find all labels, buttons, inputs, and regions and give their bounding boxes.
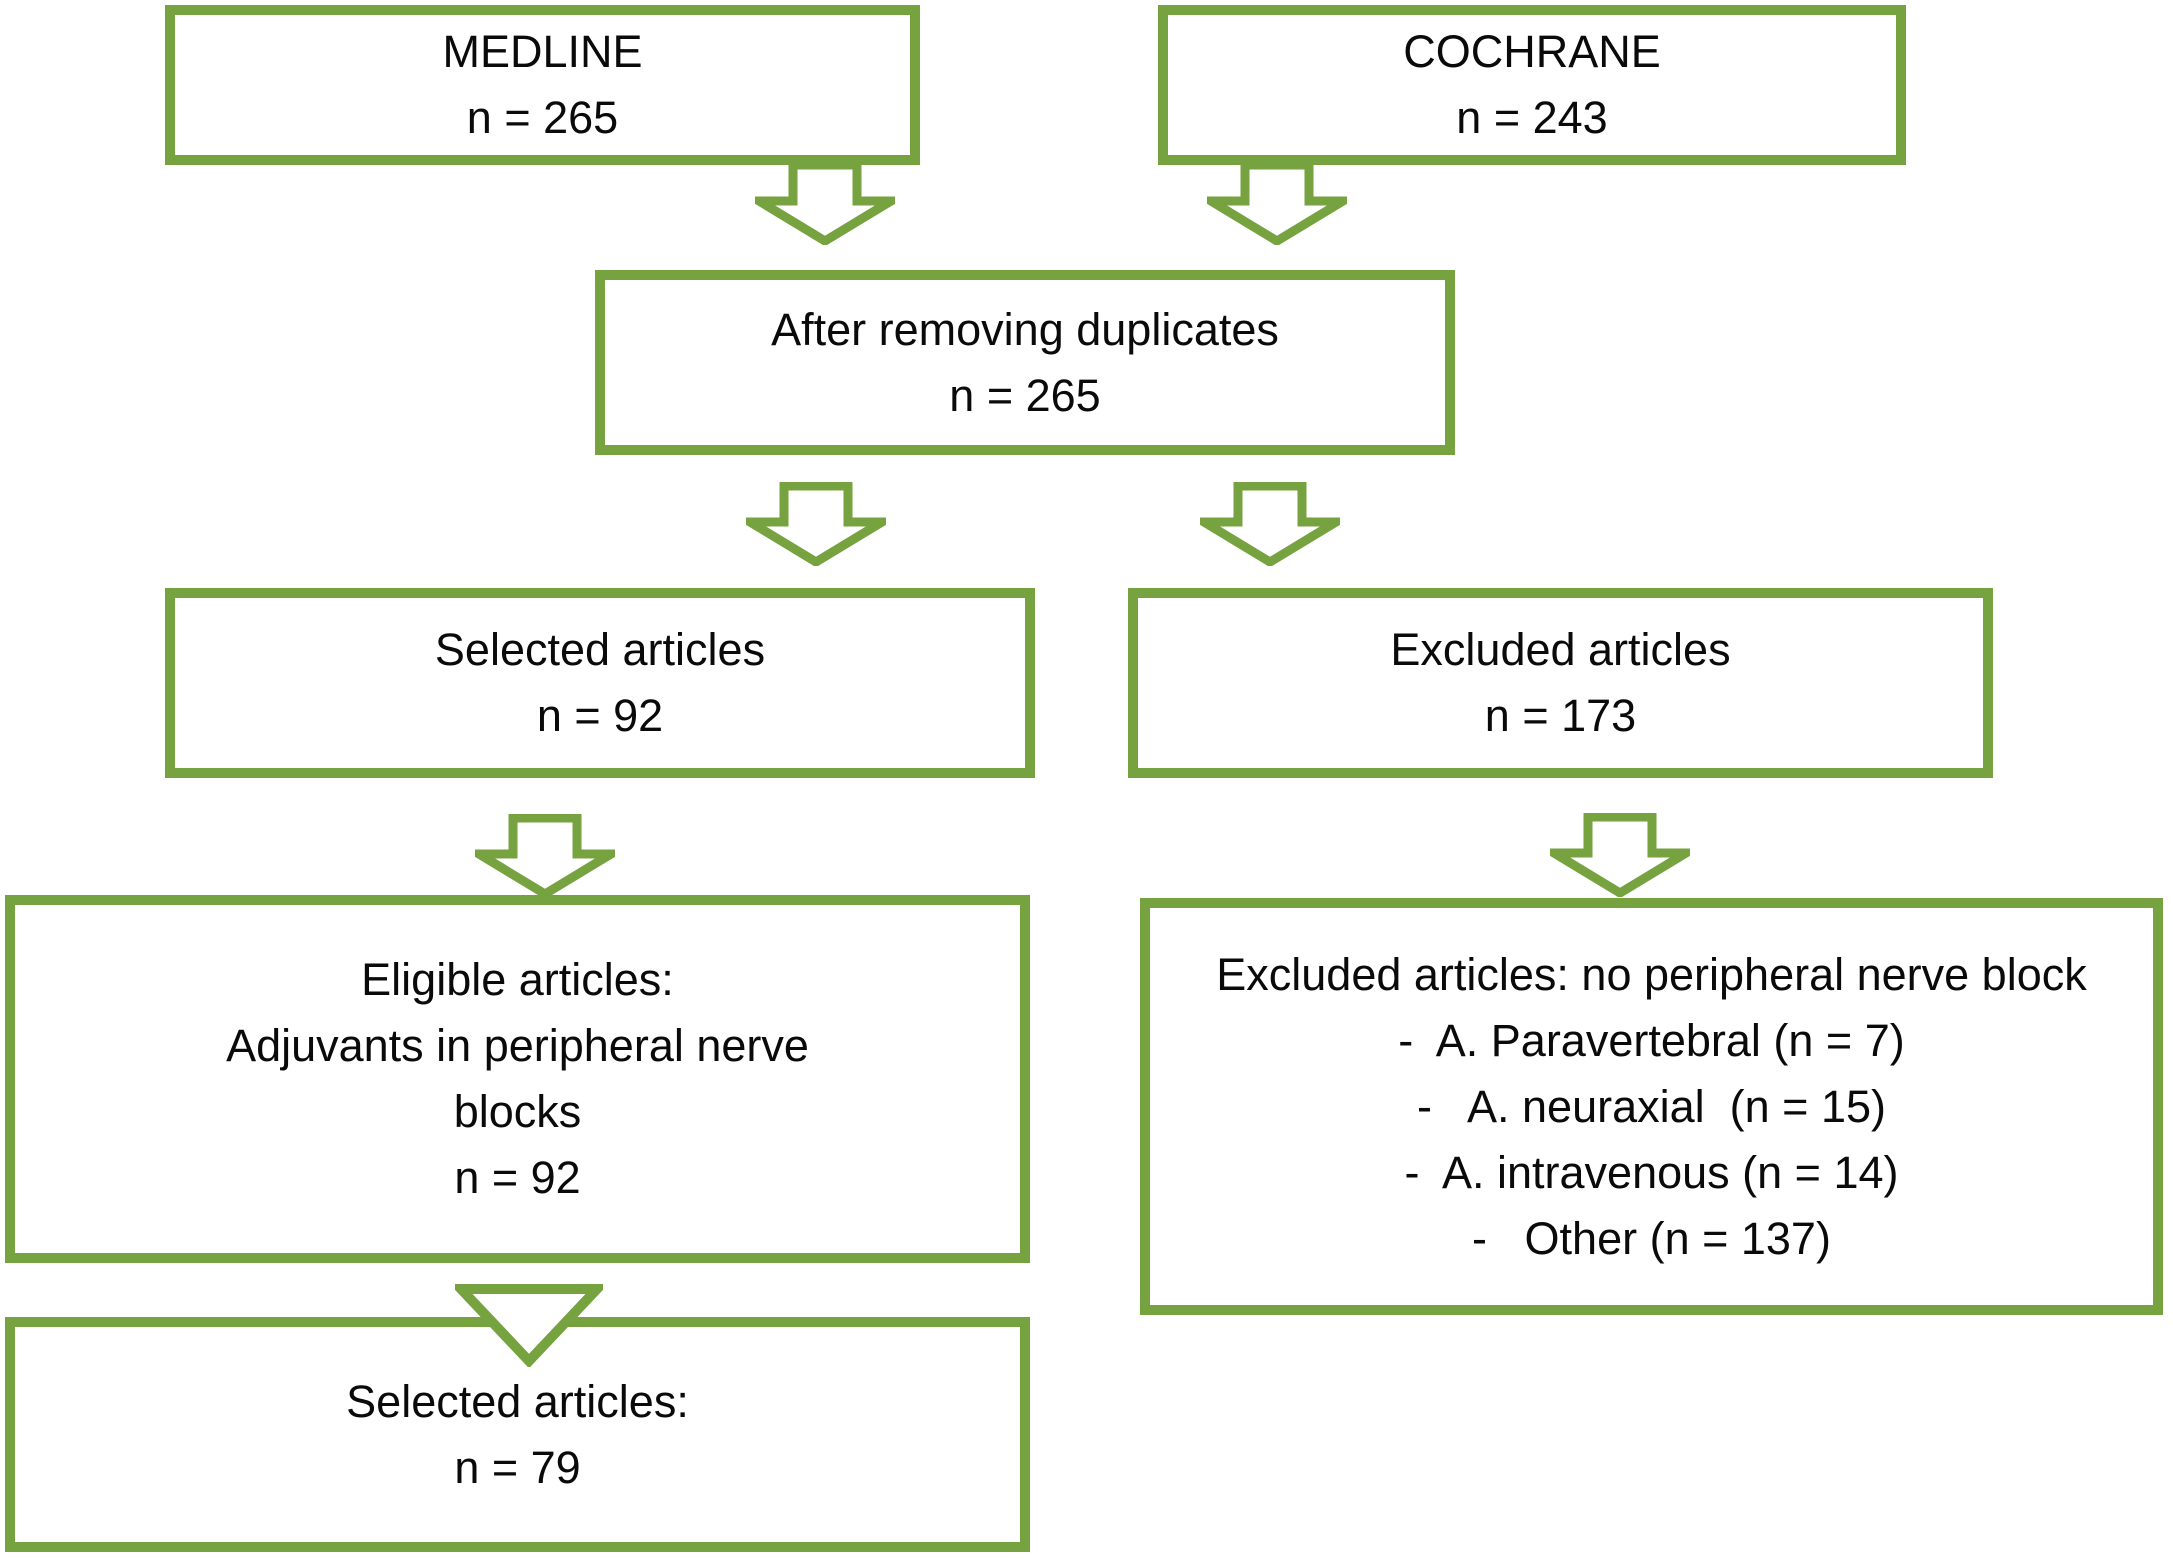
- excluded-detail-item-other: - Other (n = 137): [1472, 1212, 1831, 1264]
- selected-articles-count: n = 92: [536, 690, 664, 741]
- down-arrow-icon: [1550, 813, 1690, 897]
- excluded-detail-item-intravenous: - A. intravenous (n = 14): [1404, 1146, 1899, 1198]
- after-duplicates-box: After removing duplicates n = 265: [595, 270, 1455, 455]
- excluded-articles-box: Excluded articles n = 173: [1128, 588, 1993, 778]
- eligible-articles-title: Eligible articles:: [361, 954, 674, 1005]
- final-selected-title: Selected articles:: [346, 1375, 689, 1427]
- medline-count: n = 265: [466, 92, 619, 143]
- excluded-detail-item-paravertebral: - A. Paravertebral (n = 7): [1398, 1014, 1905, 1066]
- down-arrow-icon: [1207, 161, 1347, 245]
- selected-articles-title: Selected articles: [434, 624, 766, 675]
- down-arrow-icon: [755, 161, 895, 245]
- eligible-articles-box: Eligible articles: Adjuvants in peripher…: [5, 895, 1030, 1263]
- final-selected-count: n = 79: [454, 1441, 581, 1493]
- selected-articles-box: Selected articles n = 92: [165, 588, 1035, 778]
- excluded-articles-title: Excluded articles: [1390, 624, 1731, 675]
- excluded-detail-item-neuraxial: - A. neuraxial (n = 15): [1417, 1080, 1886, 1132]
- down-arrow-icon: [746, 482, 886, 566]
- cochrane-count: n = 243: [1456, 92, 1608, 143]
- cochrane-box: COCHRANE n = 243: [1158, 5, 1906, 165]
- down-triangle-icon: [455, 1284, 603, 1367]
- eligible-articles-subject-cont: blocks: [453, 1086, 582, 1137]
- eligible-articles-subject: Adjuvants in peripheral nerve: [226, 1020, 809, 1071]
- eligible-articles-count: n = 92: [454, 1152, 581, 1203]
- excluded-detail-box: Excluded articles: no peripheral nerve b…: [1140, 898, 2163, 1315]
- down-arrow-icon: [1200, 482, 1340, 566]
- cochrane-title: COCHRANE: [1403, 26, 1661, 77]
- excluded-detail-title: Excluded articles: no peripheral nerve b…: [1216, 948, 2087, 1000]
- medline-box: MEDLINE n = 265: [165, 5, 920, 165]
- after-duplicates-title: After removing duplicates: [771, 303, 1279, 355]
- down-arrow-icon: [475, 814, 615, 898]
- after-duplicates-count: n = 265: [949, 369, 1101, 421]
- excluded-articles-count: n = 173: [1484, 690, 1637, 741]
- medline-title: MEDLINE: [442, 26, 643, 77]
